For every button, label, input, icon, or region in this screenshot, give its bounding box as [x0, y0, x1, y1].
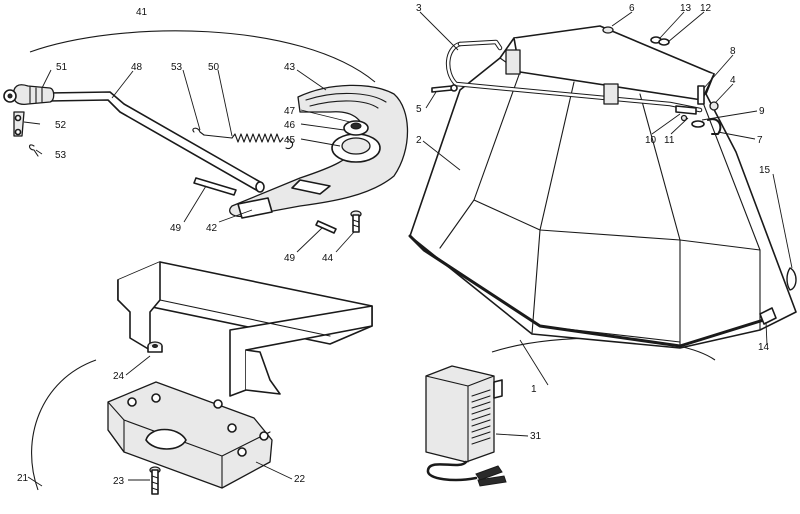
callout-4: 4 [730, 75, 736, 86]
callout-14: 14 [758, 342, 770, 353]
callout-labels: 41 51 48 53 50 43 47 46 45 52 53 49 42 4… [17, 3, 771, 487]
callout-48: 48 [131, 62, 143, 73]
callout-49: 49 [284, 253, 296, 264]
grass-catcher-bag [409, 25, 797, 349]
pin-49-upper [193, 177, 237, 196]
spring-assembly [192, 127, 294, 150]
callout-13: 13 [680, 3, 692, 14]
callout-22: 22 [294, 474, 306, 485]
callout-12: 12 [700, 3, 712, 14]
pin-49-lower [315, 220, 337, 234]
catcher-small-parts [431, 26, 797, 325]
callout-5: 5 [416, 104, 422, 115]
callout-41: 41 [136, 7, 148, 18]
callout-24: 24 [113, 371, 125, 382]
callout-44: 44 [322, 253, 334, 264]
callout-53: 53 [171, 62, 183, 73]
callout-49: 49 [170, 223, 182, 234]
bolt-44 [350, 210, 362, 233]
callout-9: 9 [759, 106, 765, 117]
mower-frame [117, 261, 373, 397]
callout-42: 42 [206, 223, 218, 234]
callout-6: 6 [629, 3, 635, 14]
callout-31: 31 [530, 431, 542, 442]
callout-53: 53 [55, 150, 67, 161]
leader-lines [23, 11, 793, 487]
callout-3: 3 [416, 3, 422, 14]
callout-21: 21 [17, 473, 29, 484]
group-arc-21 [31, 359, 97, 491]
callout-47: 47 [284, 106, 296, 117]
callout-7: 7 [757, 135, 763, 146]
group-arc-41 [29, 30, 376, 83]
callout-11: 11 [664, 135, 675, 146]
callout-45: 45 [284, 135, 296, 146]
callout-50: 50 [208, 62, 220, 73]
battery-charger [425, 365, 507, 487]
lever-rod-assembly [3, 84, 265, 193]
callout-46: 46 [284, 120, 296, 131]
callout-1: 1 [531, 384, 537, 395]
callout-10: 10 [645, 135, 657, 146]
callout-52: 52 [55, 120, 67, 131]
callout-23: 23 [113, 476, 125, 487]
counterweight-22 [107, 381, 273, 489]
callout-51: 51 [56, 62, 68, 73]
callout-8: 8 [730, 46, 736, 57]
bolt-23 [149, 466, 161, 495]
callout-43: 43 [284, 62, 296, 73]
callout-2: 2 [416, 135, 422, 146]
callout-15: 15 [759, 165, 771, 176]
nut-24 [147, 341, 163, 353]
catcher-frame-rod [408, 39, 772, 348]
deflector-plate-assembly [229, 84, 409, 219]
